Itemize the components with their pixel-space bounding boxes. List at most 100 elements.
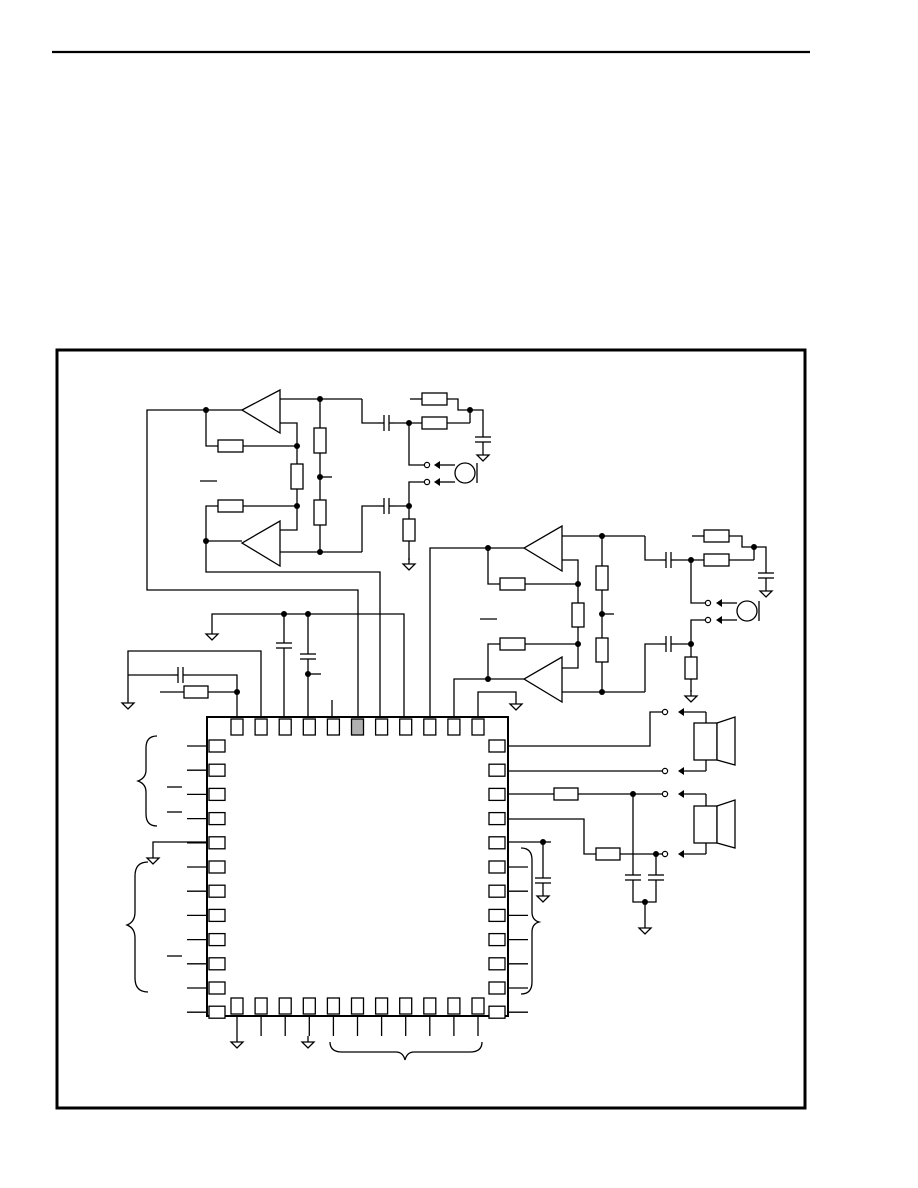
ic-pins-right — [488, 739, 528, 1019]
capacitor-icon — [757, 566, 775, 586]
ic-pin-left — [208, 739, 226, 753]
capacitor-icon — [624, 868, 642, 888]
ic-pins-top — [230, 718, 485, 736]
ic-pin-left — [208, 908, 226, 923]
ground-icon — [146, 851, 160, 865]
top-pin-wiring — [121, 611, 523, 717]
ic-pin-top — [447, 718, 461, 736]
ic-pin-right — [488, 811, 506, 826]
ic-pin-top — [278, 718, 292, 736]
resistor-icon — [499, 577, 526, 591]
capacitor-icon — [659, 635, 678, 653]
capacitor-icon — [474, 430, 492, 450]
ic-pin-left — [208, 957, 226, 971]
figure-frame — [55, 348, 807, 1110]
opamp-icon — [522, 655, 563, 704]
capacitor-icon — [377, 497, 396, 515]
resistor-icon — [313, 499, 327, 526]
ic-pins-left — [187, 739, 226, 1019]
opamp-icon — [522, 524, 563, 573]
right-amplifier-stage — [429, 524, 775, 717]
ground-icon — [301, 1035, 315, 1049]
resistor-icon — [290, 463, 304, 490]
resistor-icon — [595, 847, 621, 861]
ic-pin-right — [488, 908, 506, 923]
ic-pin-left — [208, 1005, 226, 1019]
ground-icon — [536, 889, 550, 903]
right-pin-wiring — [508, 708, 736, 995]
ic-pin-top — [399, 718, 413, 736]
ground-icon — [205, 627, 219, 641]
ic-pin-bottom — [302, 997, 316, 1015]
resistor-icon — [684, 656, 698, 680]
resistor-icon — [313, 427, 327, 454]
ic-pin-left — [208, 932, 226, 947]
resistor-icon — [421, 392, 448, 406]
ic-pin-bottom — [471, 997, 485, 1015]
ic-pin-right — [488, 860, 506, 874]
ic-pin-right — [488, 763, 506, 777]
ic-pin-left — [208, 884, 226, 898]
ic-pin-left — [208, 981, 226, 995]
ic-pin-bottom — [374, 997, 389, 1015]
ic-pin-left — [208, 787, 226, 802]
resistor-icon — [703, 553, 730, 567]
ic-pin-top — [423, 718, 437, 736]
ic-pin-left — [208, 763, 226, 777]
ic-pin-bottom — [326, 997, 341, 1015]
ic-pin-bottom — [278, 997, 292, 1015]
ic-pin-bottom — [423, 997, 437, 1015]
resistor-icon — [571, 602, 585, 628]
ic-pin-bottom — [254, 997, 268, 1015]
brace-icon — [125, 861, 149, 993]
resistor-icon — [595, 565, 609, 591]
capacitor-icon — [534, 871, 552, 891]
microphone-icon — [736, 600, 758, 622]
ic-pin-top — [471, 718, 485, 736]
resistor-icon — [217, 439, 244, 453]
ic-pin-left — [208, 836, 226, 850]
ground-icon — [759, 584, 773, 598]
ic-pin-right — [488, 884, 506, 898]
ground-icon — [121, 696, 135, 710]
resistor-icon — [595, 637, 609, 663]
ground-icon — [638, 921, 652, 935]
upper-amplifier-stage — [146, 388, 492, 717]
ground-icon — [476, 448, 490, 462]
bottom-pin-wiring — [230, 1035, 483, 1061]
ic-pin-top — [230, 718, 244, 736]
ic-pin-top — [254, 718, 268, 736]
ic-pin-left — [208, 811, 226, 826]
resistor-icon — [402, 518, 416, 542]
ground-icon — [684, 689, 698, 703]
resistor-icon — [703, 529, 730, 543]
ic-pin-top — [374, 718, 389, 736]
resistor-icon — [553, 787, 579, 801]
ground-icon — [230, 1035, 244, 1049]
ic-chip — [187, 716, 528, 1036]
opamp-icon — [240, 388, 281, 435]
resistor-icon — [499, 637, 526, 651]
ic-pin-right — [488, 836, 506, 850]
capacitor-icon — [659, 551, 678, 569]
capacitor-icon — [299, 647, 317, 667]
resistor-icon — [217, 499, 244, 513]
ic-pin-top — [326, 718, 341, 736]
capacitor-icon — [275, 636, 293, 656]
jack-icon — [704, 599, 737, 624]
ic-pin-right — [488, 932, 506, 947]
ic-pin-right — [488, 739, 506, 753]
left-pin-wiring — [125, 735, 207, 993]
brace-icon — [136, 735, 158, 827]
microphone-icon — [454, 462, 476, 484]
ic-pin-right — [488, 1005, 506, 1019]
ic-pin-bottom — [350, 997, 365, 1015]
brace-icon — [520, 847, 542, 995]
ic-pin-bottom — [399, 997, 413, 1015]
ground-icon — [509, 697, 523, 711]
ic-pin-top — [302, 718, 316, 736]
ic-pin-bottom — [447, 997, 461, 1015]
opamp-icon — [240, 519, 281, 568]
